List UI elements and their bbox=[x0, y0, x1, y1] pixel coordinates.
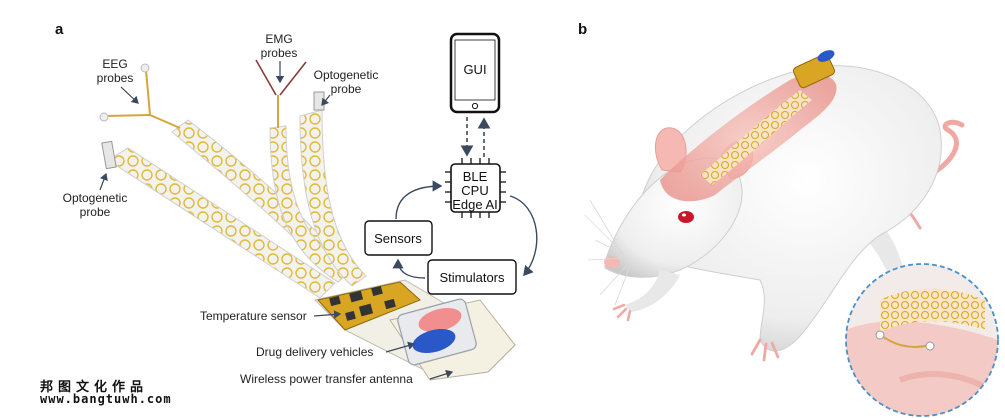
eeg-electrode-left bbox=[99, 112, 109, 122]
tablet-home-button bbox=[471, 102, 479, 110]
rat-front-paw bbox=[612, 303, 632, 322]
label-eeg-line1: EEG bbox=[102, 57, 127, 71]
arrow-stimulators-to-sensors bbox=[392, 258, 426, 279]
chip-line-edge-ai: Edge AI bbox=[452, 197, 498, 212]
chip bbox=[450, 163, 501, 213]
ribbon-right-opto bbox=[299, 109, 367, 287]
stimulators-label: Stimulators bbox=[439, 270, 505, 285]
rat-whiskers bbox=[584, 199, 631, 306]
inset-border bbox=[845, 263, 999, 417]
panel-label-a: a bbox=[55, 21, 64, 38]
flex-ribbons bbox=[107, 109, 367, 299]
label-drug: Drug delivery vehicles bbox=[256, 345, 373, 359]
implant-ribbons-on-rat bbox=[700, 90, 812, 185]
chips bbox=[329, 285, 396, 321]
label-opto-left-line2: probe bbox=[80, 205, 111, 219]
watermark-chinese: 邦图文化作品 bbox=[40, 380, 149, 395]
label-antenna: Wireless power transfer antenna bbox=[240, 372, 413, 386]
eeg-electrode-top bbox=[140, 63, 150, 73]
opto-tip-left bbox=[101, 140, 117, 170]
magnified-inset bbox=[845, 263, 999, 417]
rat-front-leg bbox=[625, 270, 680, 312]
device-labels: EEG probes EMG probes Optogenetic probe … bbox=[63, 32, 454, 386]
label-opto-right-line1: Optogenetic bbox=[314, 68, 379, 82]
arrow-chip-to-stimulators bbox=[509, 195, 538, 277]
gui-label: GUI bbox=[463, 62, 486, 77]
label-emg-line1: EMG bbox=[265, 32, 292, 46]
sensors-box bbox=[364, 220, 433, 256]
rat-hind-foot bbox=[750, 338, 780, 362]
drug-vehicle-blue bbox=[412, 328, 456, 354]
ribbon-left-opto bbox=[107, 147, 336, 299]
panel-label-b: b bbox=[578, 21, 587, 38]
implant-drug-on-rat bbox=[817, 50, 835, 62]
label-opto-right-line2: probe bbox=[331, 82, 362, 96]
implant-hub-on-rat bbox=[792, 53, 836, 89]
system-diagram: GUI BLE CPU Edge AI Sensors Stimulators bbox=[364, 32, 538, 295]
rat-eye bbox=[678, 211, 694, 223]
arrow-sensors-to-chip bbox=[395, 180, 443, 220]
label-eeg-line2: probes bbox=[97, 71, 134, 85]
watermark-url: www.bangtuwh.com bbox=[40, 392, 172, 406]
opto-tip-right bbox=[313, 91, 325, 111]
device-body bbox=[314, 279, 516, 381]
probe-tips bbox=[99, 59, 325, 170]
chip-line-ble: BLE bbox=[463, 169, 488, 184]
inset-coil-band bbox=[880, 288, 985, 332]
stimulators-box bbox=[427, 259, 517, 295]
rat-tail bbox=[927, 119, 965, 178]
chip-line-cpu: CPU bbox=[461, 183, 488, 198]
rat-nose bbox=[604, 256, 620, 268]
rat-illustration bbox=[584, 50, 965, 362]
label-temp-sensor: Temperature sensor bbox=[200, 309, 307, 323]
label-emg-line2: probes bbox=[261, 46, 298, 60]
drug-vehicle-pink bbox=[418, 307, 462, 333]
label-opto-left-line1: Optogenetic bbox=[63, 191, 128, 205]
sensors-label: Sensors bbox=[374, 231, 422, 246]
chip-pins bbox=[445, 158, 506, 218]
